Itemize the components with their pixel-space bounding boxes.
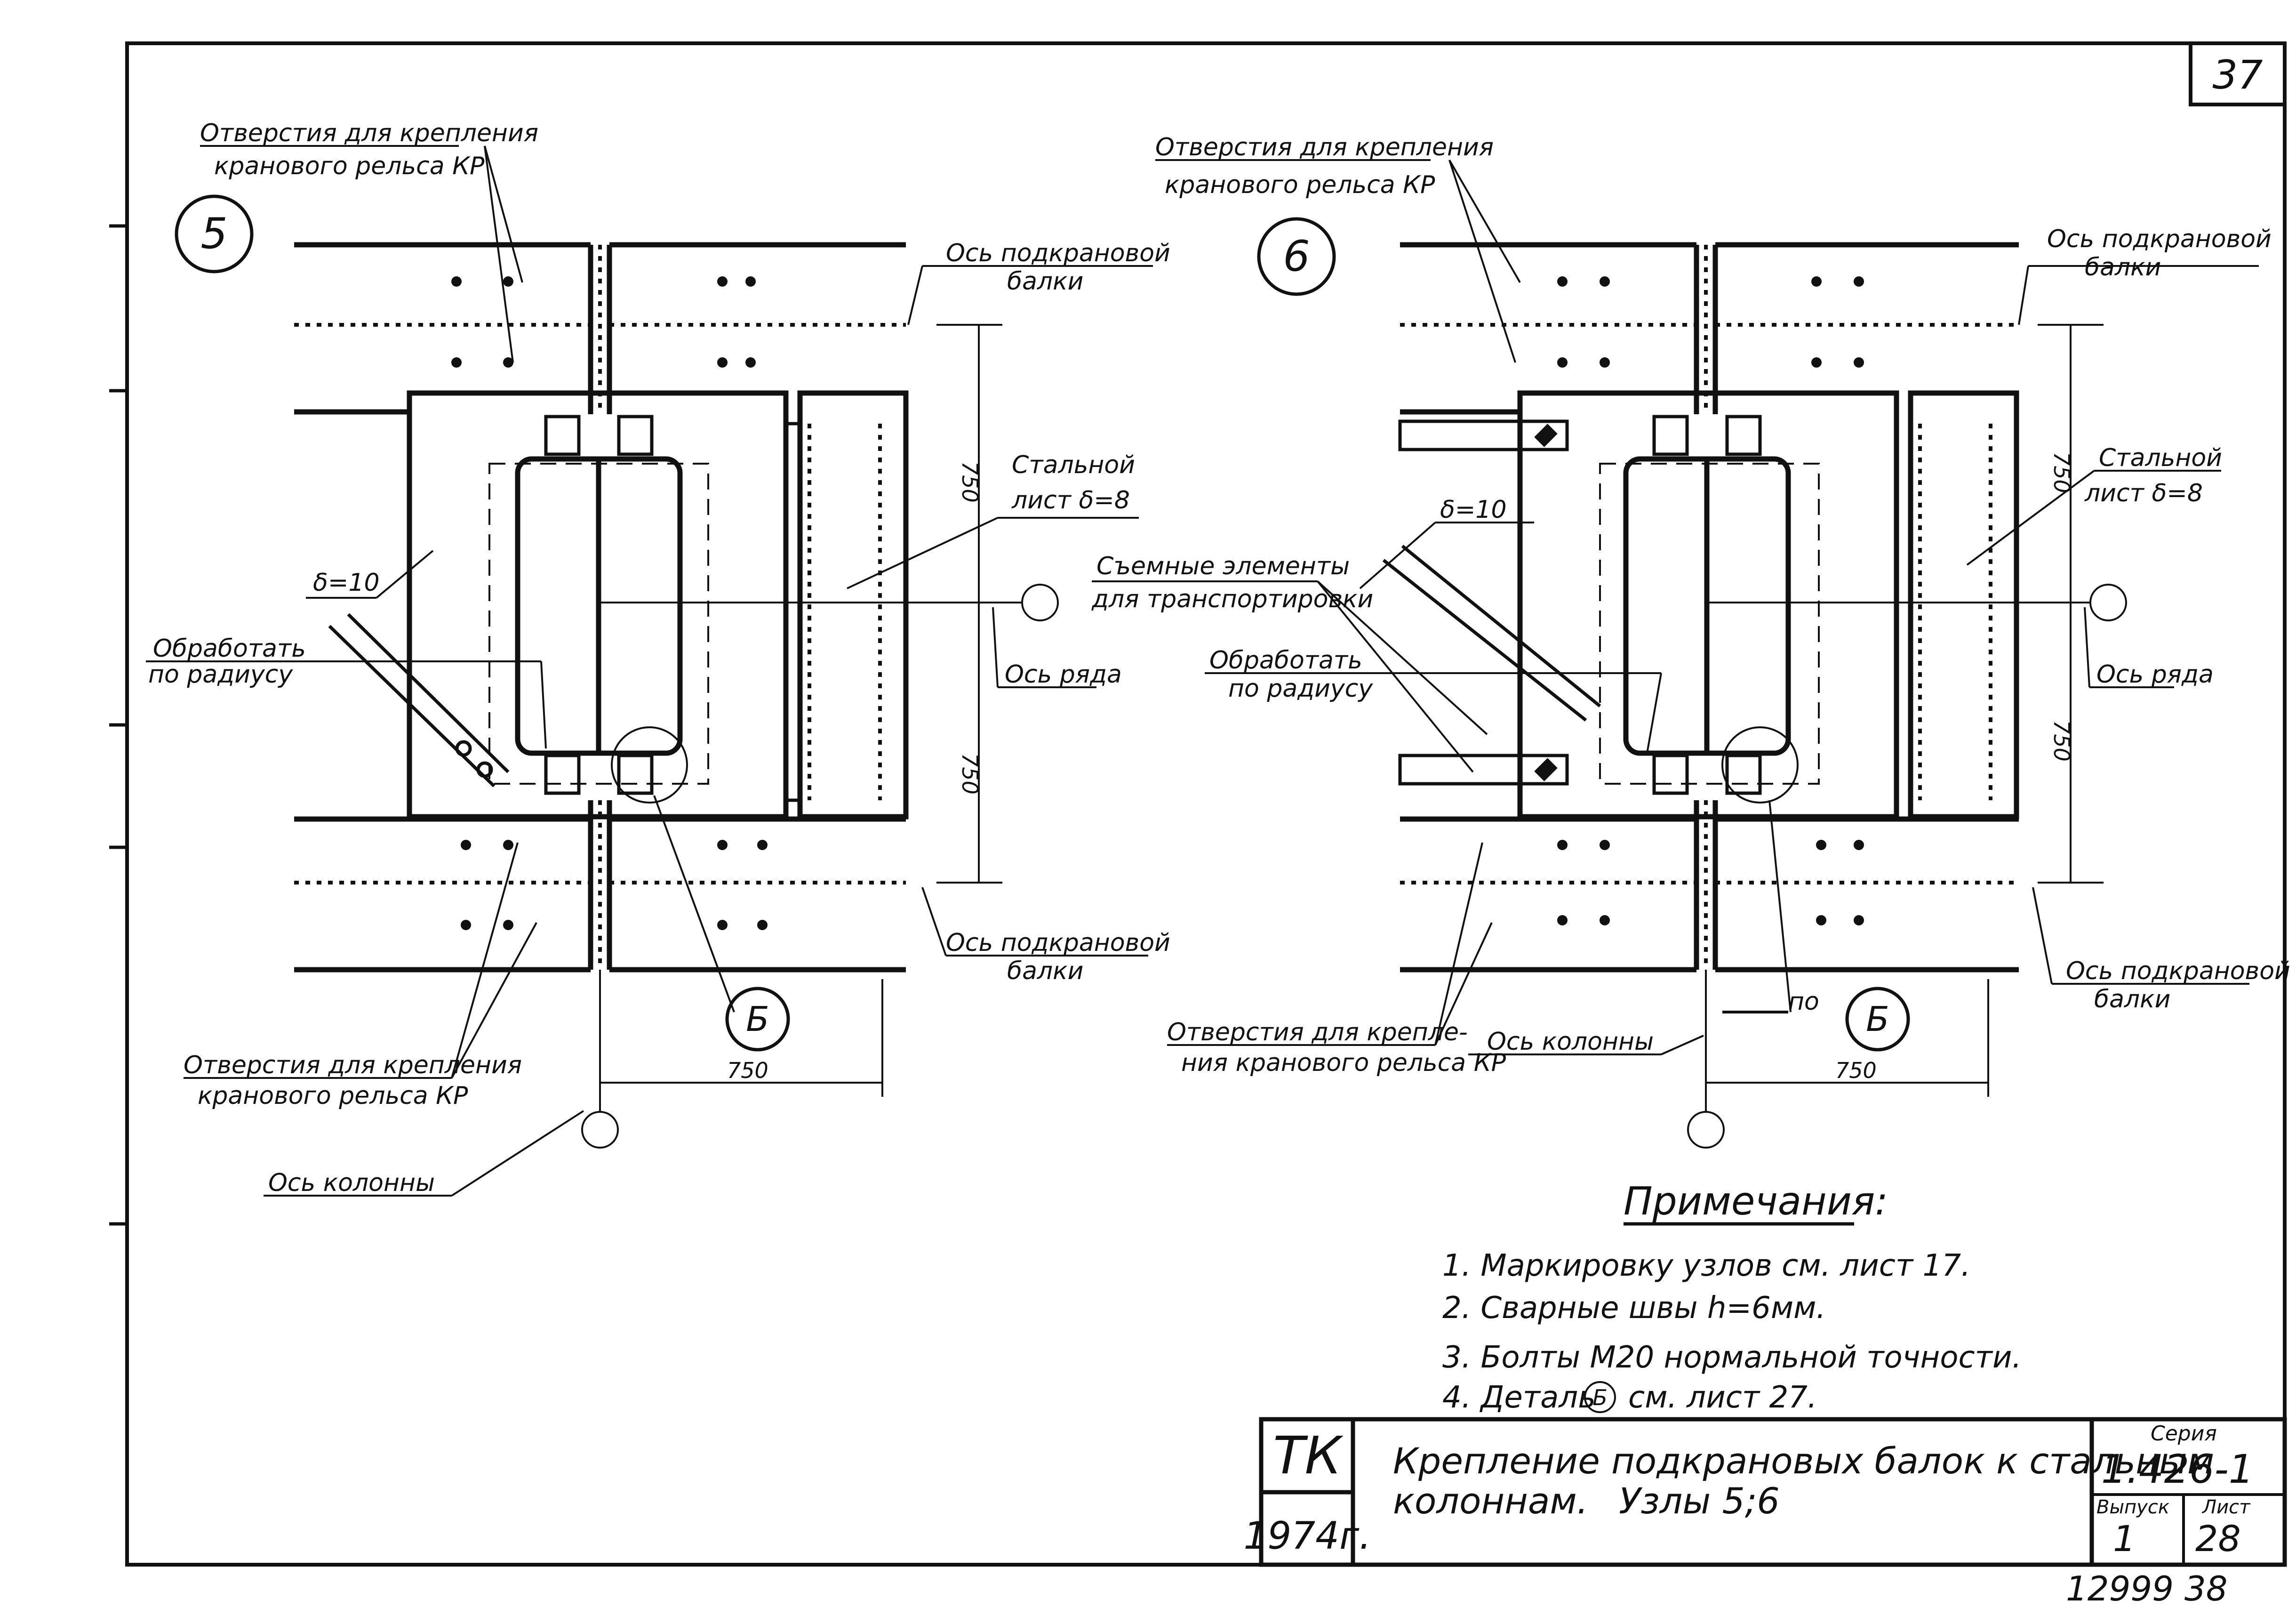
- node-5-dim-vert-bottom: 750: [957, 753, 983, 795]
- node-6-transport-strips: [1382, 419, 1601, 786]
- node-6-steel-sheet-1: Стальной: [2099, 444, 2222, 472]
- notes: Примечания: 1. Маркировку узлов см. лист…: [1442, 1179, 2022, 1415]
- node-6-dim-vert-top: 750: [2049, 452, 2074, 493]
- node-5-detail-letter: Б: [746, 999, 769, 1039]
- node-6-marker: [1257, 217, 1336, 296]
- node-5-holes-top-1: Отверстия для крепления: [200, 119, 538, 147]
- node-6-leaders: [1092, 159, 2259, 1055]
- node-5-dim-horiz: 750: [727, 1058, 768, 1083]
- node-6-beam-axis-bottom-1: Ось подкрановой: [2066, 957, 2290, 985]
- node-5-dim-vert-top: 750: [957, 461, 983, 503]
- node-5: 5: [146, 119, 1170, 1197]
- sheet-number-box: [2189, 41, 2287, 106]
- node-5-diagonal: [328, 613, 510, 788]
- node-6-plate: δ=10: [1440, 496, 1507, 524]
- note-4-detail-letter: Б: [1592, 1385, 1608, 1410]
- node-5-leaders: [146, 145, 1153, 1197]
- node-6-holes-bottom-2: ния кранового рельса КР: [1181, 1049, 1506, 1077]
- node-6-detail-letter: Б: [1866, 999, 1889, 1039]
- node-5-beam-axis-bottom-2: балки: [1007, 957, 1083, 985]
- node-6-plate: [1517, 390, 1899, 820]
- node-5-detail-marker: [725, 987, 790, 1052]
- note-2: 2. Сварные швы h=6мм.: [1442, 1291, 1826, 1326]
- node-6-beam-axis-top-2: балки: [2085, 253, 2161, 281]
- node-6-bolts-bottom: [1557, 840, 1864, 925]
- node-6-dim-horiz: 750: [1835, 1058, 1877, 1083]
- node-6-steel-sheet-2: лист δ=8: [2084, 479, 2203, 507]
- note-1: 1. Маркировку узлов см. лист 17.: [1442, 1248, 1970, 1283]
- node-6-detail-marker: [1845, 987, 1910, 1052]
- sheet-label: Лист: [2201, 1496, 2251, 1518]
- title-block-title-2: колоннам.: [1393, 1480, 1588, 1522]
- note-4-detail-marker: [1584, 1381, 1616, 1413]
- node-5-plate: δ=10: [313, 569, 380, 597]
- node-5-holes-bottom-1: Отверстия для крепления: [184, 1051, 522, 1079]
- node-6-process-1: Обработать: [1209, 646, 1362, 675]
- node-6-beam-axis-top-1: Ось подкрановой: [2047, 225, 2272, 253]
- node-5-plate: [407, 390, 789, 820]
- node-6-column-axis: Ось колонны: [1487, 1028, 1654, 1056]
- node-6-holes-top-2: кранового рельса КР: [1165, 171, 1435, 199]
- node-5-holes-bottom-2: кранового рельса КР: [198, 1082, 468, 1110]
- node-6-process-2: по радиусу: [1228, 675, 1373, 703]
- node-5-bolts-top: [451, 276, 756, 368]
- node-6-bolts-top: [1557, 276, 1864, 368]
- node-5-axes: [581, 324, 1059, 1149]
- node-6-holes-bottom-1: Отверстия для крепле-: [1167, 1018, 1468, 1046]
- node-6-stiffener: [1908, 390, 2019, 820]
- note-4: 4. Деталь: [1442, 1380, 1596, 1415]
- node-5-steel-sheet-1: Стальной: [1012, 451, 1135, 479]
- sheet-number: 37: [2213, 52, 2263, 98]
- node-5-bottom-beams: [294, 800, 906, 973]
- title-block-year: 1974г.: [1243, 1514, 1371, 1558]
- node-6-removable-2: для транспортировки: [1091, 585, 1373, 613]
- note-4-ref: см. лист 27.: [1628, 1380, 1817, 1415]
- notes-title: Примечания:: [1624, 1179, 1888, 1224]
- node-5-steel-sheet-2: лист δ=8: [1011, 486, 1130, 515]
- margin-ticks: [109, 224, 127, 1226]
- drawing-frame: [125, 41, 2287, 1567]
- node-5-holes-top-2: кранового рельса КР: [214, 152, 485, 180]
- node-6-row-axis: Ось ряда: [2096, 660, 2214, 689]
- title-block-title-1: Крепление подкрановых балок к стальным: [1393, 1440, 2214, 1482]
- node-5-beam-axis-top-1: Ось подкрановой: [946, 239, 1170, 267]
- series-value: 1.426-1: [2101, 1446, 2254, 1492]
- node-6-holes-top-1: Отверстия для крепления: [1155, 133, 1494, 161]
- node-5-detail-circle: [611, 726, 688, 804]
- node-6-number: 6: [1283, 232, 1310, 281]
- node-6-removable-1: Съемные элементы: [1096, 552, 1350, 580]
- node-6-beam-axis-bottom-2: балки: [2094, 985, 2170, 1013]
- node-5-process-2: по радиусу: [148, 660, 293, 689]
- issue-label: Выпуск: [2096, 1496, 2169, 1518]
- series-label: Серия: [2151, 1422, 2217, 1446]
- bottom-code: 12999 38: [2066, 1569, 2228, 1608]
- node-5-row-axis: Ось ряда: [1005, 660, 1122, 689]
- node-5-beam-axis-top-2: балки: [1007, 267, 1083, 296]
- node-5-marker: [175, 194, 254, 273]
- sheet-value: 28: [2195, 1518, 2241, 1560]
- note-3: 3. Болты М20 нормальной точности.: [1442, 1340, 2022, 1375]
- title-block: ТК 1974г. Крепление подкрановых балок к …: [1243, 1417, 2287, 1567]
- node-5-bolt-tabs: [544, 415, 654, 795]
- node-5-column-axis: Ось колонны: [268, 1169, 435, 1197]
- node-5-process-1: Обработать: [153, 635, 306, 663]
- issue-value: 1: [2113, 1518, 2136, 1560]
- node-6-top-beams: [1400, 242, 2019, 415]
- node-6-axes: [1687, 324, 2127, 1149]
- node-6-dim-vert-bottom: 750: [2049, 720, 2074, 762]
- title-block-nodes: Узлы 5;6: [1619, 1480, 1780, 1522]
- node-5-number: 5: [200, 209, 227, 258]
- node-6: 6: [1091, 133, 2290, 1149]
- node-5-top-beams: [294, 242, 906, 415]
- title-block-org: ТК: [1273, 1425, 1344, 1486]
- node-6-bolt-tabs: [1652, 415, 1762, 795]
- node-5-stiffener: [786, 390, 909, 820]
- node-5-beam-axis-bottom-1: Ось подкрановой: [946, 929, 1170, 957]
- node-6-detail-prefix: по: [1788, 988, 1819, 1016]
- node-6-detail-circle: [1721, 726, 1799, 804]
- node-5-bolts-bottom: [461, 840, 768, 930]
- node-6-bottom-beams: [1400, 800, 2019, 973]
